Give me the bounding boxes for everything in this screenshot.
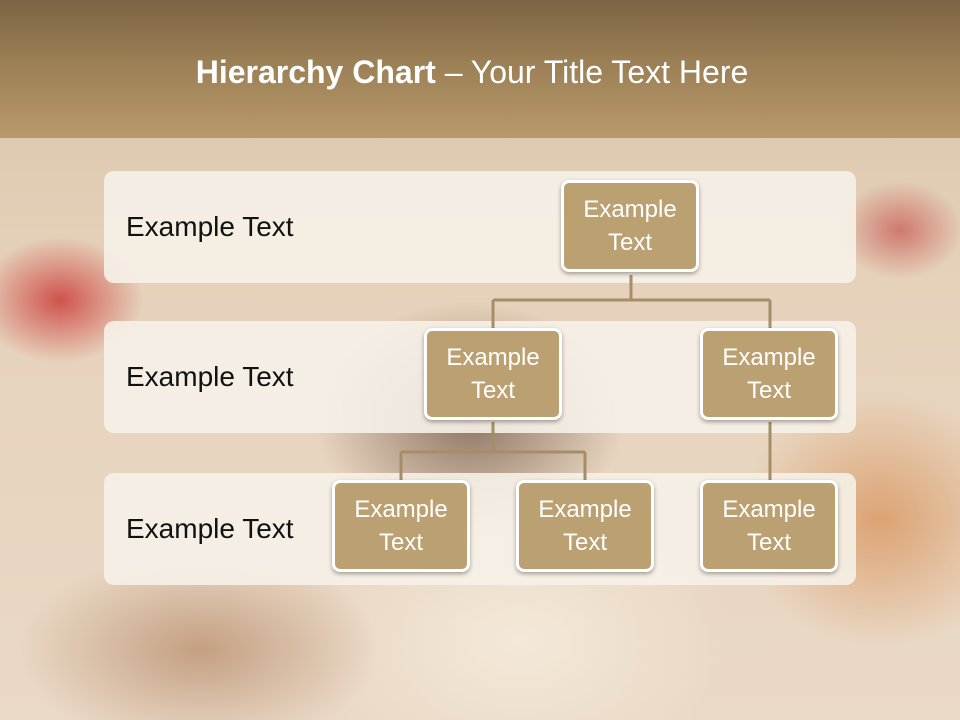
node-level3-b-text: Example Text [538,496,632,556]
node-level2-left-text: Example Text [446,344,540,404]
node-root: Example Text [561,180,699,272]
level-label-1: Example Text [126,211,294,242]
node-level3-a-text: Example Text [354,496,448,556]
level-label-3: Example Text [126,513,294,544]
node-level3-c: Example Text [700,480,838,572]
level-band-1: Example Text [104,171,856,283]
node-level2-right-text: Example Text [722,344,816,404]
title-rest: – Your Title Text Here [435,54,749,90]
node-level3-a: Example Text [332,480,470,572]
node-level2-left: Example Text [424,328,562,420]
slide-title: Hierarchy Chart – Your Title Text Here [0,54,944,91]
node-level2-right: Example Text [700,328,838,420]
node-level3-c-text: Example Text [722,496,816,556]
title-bar: Hierarchy Chart – Your Title Text Here [0,0,960,138]
level-label-2: Example Text [126,361,294,392]
node-root-text: Example Text [583,196,677,256]
title-bold: Hierarchy Chart [195,54,436,90]
node-level3-b: Example Text [516,480,654,572]
